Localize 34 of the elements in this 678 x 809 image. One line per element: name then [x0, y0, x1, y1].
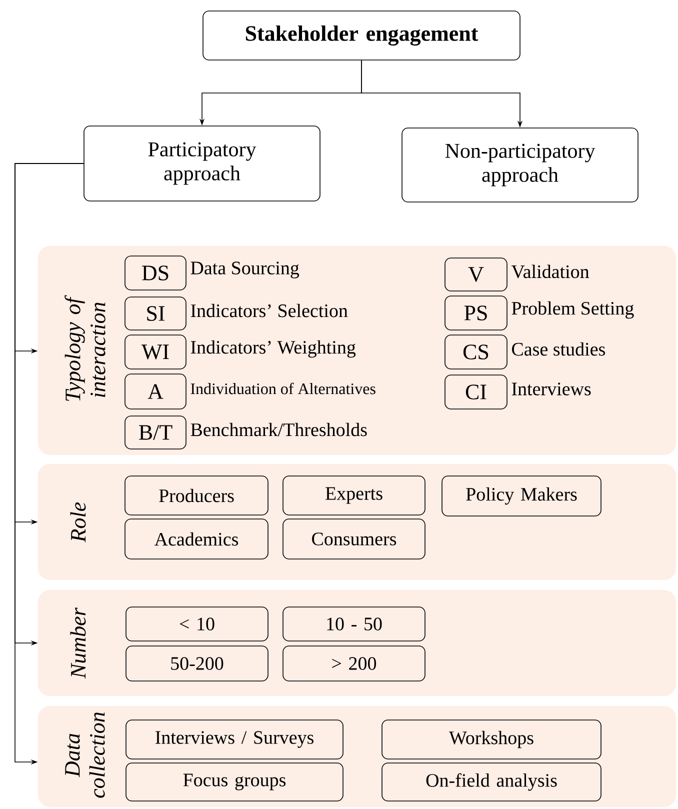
description-label: Indicators’ Weighting — [190, 340, 356, 358]
code-box: PS — [444, 296, 508, 330]
approach-box: Participatory approach — [84, 126, 320, 202]
option-box: Workshops — [382, 720, 602, 760]
description-label: Interviews — [512, 382, 591, 396]
title-box: Stakeholder engagement — [202, 10, 520, 60]
option-box: Experts — [282, 476, 426, 516]
description-label: Case studies — [512, 342, 605, 356]
description-label: Data Sourcing — [190, 262, 300, 278]
option-box: Academics — [124, 518, 268, 560]
code-box: V — [444, 258, 508, 292]
description-label: Indicators’ Selection — [190, 304, 348, 318]
description-label: Benchmark/Thresholds — [190, 422, 367, 436]
option-box: Interviews / Surveys — [126, 720, 344, 760]
approach-box: Non-participatory approach — [402, 128, 638, 202]
option-box: Producers — [124, 476, 268, 516]
option-box: < 10 — [126, 606, 268, 642]
code-box: SI — [124, 296, 186, 330]
code-box: A — [124, 374, 186, 410]
option-box: Policy Makers — [442, 476, 602, 516]
description-label: Validation — [511, 264, 590, 278]
description-label: Problem Setting — [512, 301, 634, 319]
option-box: > 200 — [282, 646, 426, 682]
option-box: Consumers — [282, 518, 426, 560]
code-box: B/T — [124, 416, 186, 450]
code-box: CS — [444, 334, 508, 370]
code-box: CI — [444, 374, 508, 410]
option-box: 50-200 — [126, 646, 268, 682]
option-box: 10 - 50 — [282, 606, 426, 642]
code-box: DS — [124, 256, 186, 290]
option-box: Focus groups — [126, 762, 344, 802]
option-box: On-field analysis — [382, 762, 602, 802]
description-label: Individuation of Alternatives — [190, 382, 376, 394]
code-box: WI — [124, 334, 186, 370]
